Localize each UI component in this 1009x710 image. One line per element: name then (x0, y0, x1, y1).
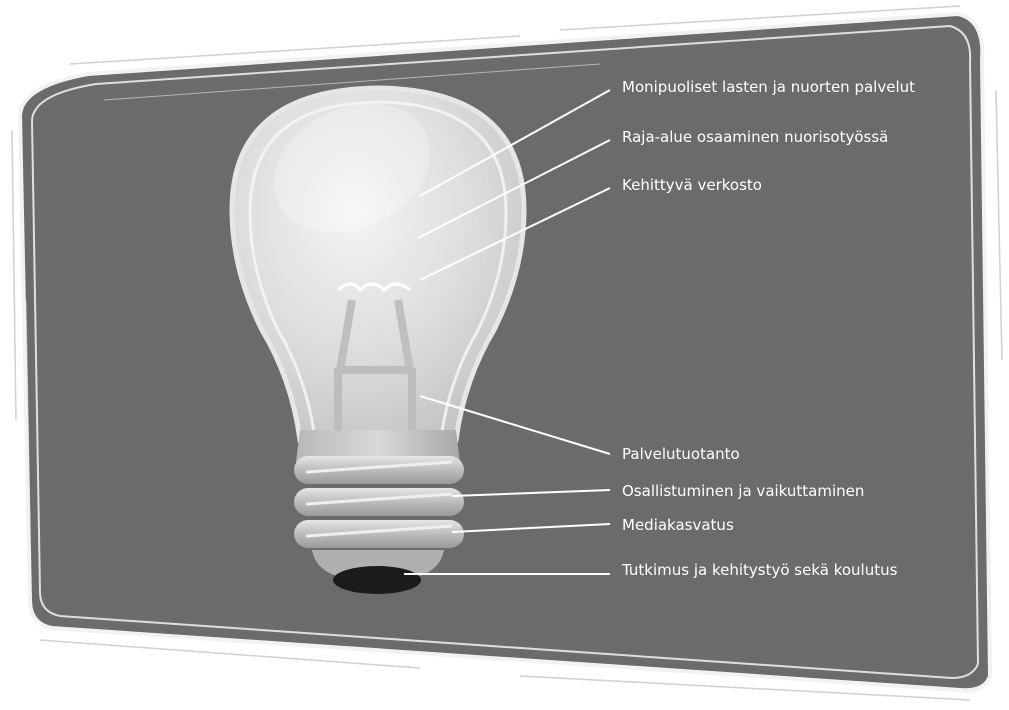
leader-line (419, 395, 611, 455)
light-bulb-icon (229, 85, 527, 594)
leader-line (419, 89, 611, 197)
background-panel (11, 5, 1003, 701)
label-mediakasvatus: Mediakasvatus (622, 516, 734, 534)
leader-lines (404, 89, 611, 575)
label-raja-alue-osaaminen: Raja-alue osaaminen nuorisotyössä (622, 128, 889, 146)
leader-line (419, 187, 611, 281)
label-palvelutuotanto: Palvelutuotanto (622, 445, 740, 463)
label-osallistuminen: Osallistuminen ja vaikuttaminen (622, 482, 865, 500)
leader-line (417, 139, 611, 239)
leader-line (451, 489, 611, 497)
leader-line (451, 523, 611, 533)
label-monipuoliset-palvelut: Monipuoliset lasten ja nuorten palvelut (622, 78, 915, 96)
label-tutkimus: Tutkimus ja kehitystyö sekä koulutus (622, 561, 898, 579)
label-kehittyva-verkosto: Kehittyvä verkosto (622, 176, 762, 194)
